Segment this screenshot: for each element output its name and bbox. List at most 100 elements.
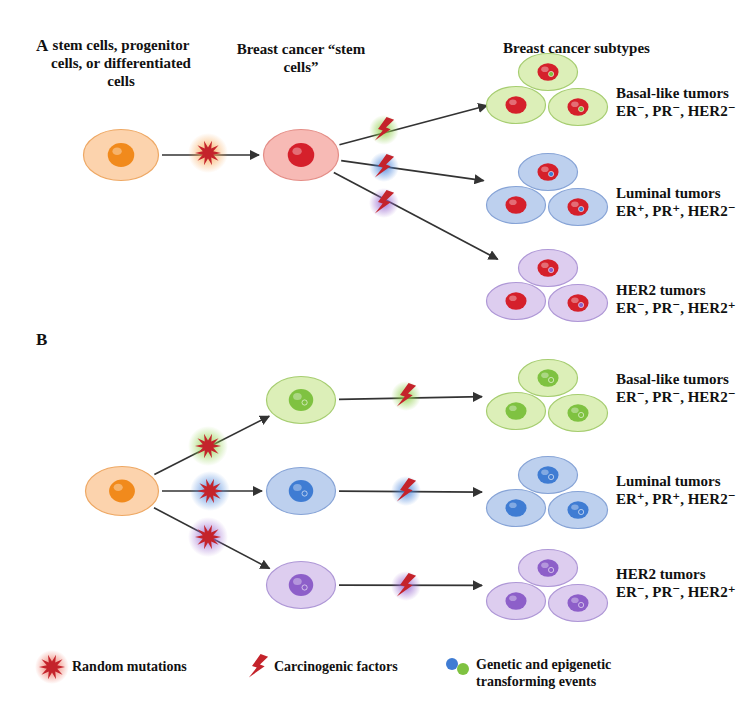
panel-label: B xyxy=(36,330,47,350)
tumor-cluster: Basal-like tumorsER⁻, PR⁻, HER2⁻ xyxy=(485,52,610,127)
subtype-name: Luminal tumors xyxy=(616,184,736,202)
legend-text: Random mutations xyxy=(72,658,232,675)
cell-node: stem cells, progenitor cells, or differe… xyxy=(82,128,160,182)
node-caption: HER2 tumorsER⁻, PR⁻, HER2⁺ xyxy=(616,281,736,317)
cell-graphic xyxy=(485,455,610,530)
arrow xyxy=(162,154,259,156)
cell-shape xyxy=(487,283,546,320)
receptor-status: ER⁻, PR⁻, HER2⁻ xyxy=(616,102,736,120)
cell-shape xyxy=(549,189,608,226)
cell-shape xyxy=(519,550,578,587)
legend-text: Carcinogenic factors xyxy=(274,658,444,675)
cell-shape xyxy=(549,89,608,126)
node-caption: Breast cancer “stem cells” xyxy=(236,40,366,76)
mutation-star xyxy=(188,133,228,173)
cell-shape xyxy=(549,395,608,432)
cell-graphic xyxy=(485,152,610,227)
receptor-status: ER⁺, PR⁺, HER2⁻ xyxy=(616,490,736,508)
tumor-cluster: Basal-like tumorsER⁻, PR⁻, HER2⁻ xyxy=(485,358,610,433)
tumor-cluster: HER2 tumorsER⁻, PR⁻, HER2⁺ xyxy=(485,248,610,323)
subtype-name: Basal-like tumors xyxy=(616,370,736,388)
cell-node xyxy=(84,465,160,517)
carcinogen-bolt xyxy=(365,184,403,222)
mutation-star xyxy=(188,517,228,557)
cell-graphic xyxy=(485,248,610,323)
cell-caption: Breast cancer “stem cells” xyxy=(236,40,366,76)
cell-shape xyxy=(267,377,336,424)
cell-shape xyxy=(519,360,578,397)
cell-graphic xyxy=(265,466,337,516)
cell-shape xyxy=(267,562,336,609)
arrow xyxy=(341,161,483,181)
cell-shape xyxy=(549,492,608,529)
tumor-cluster: HER2 tumorsER⁻, PR⁻, HER2⁺ xyxy=(485,548,610,623)
subtype-name: Luminal tumors xyxy=(616,472,736,490)
arrow xyxy=(162,490,262,492)
cell-caption: stem cells, progenitor cells, or differe… xyxy=(41,36,201,90)
cell-shape xyxy=(487,583,546,620)
cell-shape xyxy=(519,54,578,91)
cell-shape xyxy=(84,130,159,181)
subtype-name: HER2 tumors xyxy=(616,565,736,583)
node-caption: Basal-like tumorsER⁻, PR⁻, HER2⁻ xyxy=(616,370,736,406)
cell-shape xyxy=(487,187,546,224)
cell-node xyxy=(265,466,337,516)
node-caption: stem cells, progenitor cells, or differe… xyxy=(41,36,201,90)
receptor-status: ER⁻, PR⁻, HER2⁺ xyxy=(616,583,736,601)
receptor-status: ER⁺, PR⁺, HER2⁻ xyxy=(616,202,736,220)
carcinogen-bolt xyxy=(387,377,425,415)
cell-shape xyxy=(86,467,159,516)
column-heading: Breast cancer subtypes xyxy=(503,40,650,57)
cell-shape xyxy=(267,468,336,515)
cell-shape xyxy=(487,393,546,430)
mutation-star xyxy=(190,471,230,511)
cell-shape xyxy=(549,585,608,622)
subtype-name: Basal-like tumors xyxy=(616,84,736,102)
cell-shape xyxy=(264,130,339,181)
arrow xyxy=(339,584,482,586)
legend-star xyxy=(35,650,69,684)
subtype-name: HER2 tumors xyxy=(616,281,736,299)
cell-shape xyxy=(519,154,578,191)
carcinogen-bolt xyxy=(387,472,425,510)
arrow xyxy=(339,490,482,493)
arrow xyxy=(339,106,487,145)
cell-graphic xyxy=(485,52,610,127)
legend-bolt xyxy=(248,653,268,682)
panel-label: A xyxy=(36,36,48,56)
tumor-cluster: Luminal tumorsER⁺, PR⁺, HER2⁻ xyxy=(485,152,610,227)
cell-shape xyxy=(519,457,578,494)
receptor-status: ER⁻, PR⁻, HER2⁻ xyxy=(616,388,736,406)
carcinogen-bolt xyxy=(387,567,425,605)
cell-graphic xyxy=(485,548,610,623)
arrow xyxy=(154,508,270,569)
carcinogen-bolt xyxy=(365,111,403,149)
cell-node xyxy=(265,375,337,425)
mutation-star xyxy=(188,426,228,466)
arrow xyxy=(334,172,498,259)
legend-text: Genetic and epigenetic transforming even… xyxy=(476,656,656,690)
cell-graphic xyxy=(82,128,160,182)
cell-shape xyxy=(487,490,546,527)
cell-graphic xyxy=(84,465,160,517)
cell-shape xyxy=(487,87,546,124)
node-caption: Basal-like tumorsER⁻, PR⁻, HER2⁻ xyxy=(616,84,736,120)
tumor-cluster: Luminal tumorsER⁺, PR⁺, HER2⁻ xyxy=(485,455,610,530)
receptor-status: ER⁻, PR⁻, HER2⁺ xyxy=(616,299,736,317)
cell-node: Breast cancer “stem cells” xyxy=(262,128,340,182)
cell-shape xyxy=(549,285,608,322)
node-caption: Luminal tumorsER⁺, PR⁺, HER2⁻ xyxy=(616,184,736,220)
node-caption: Luminal tumorsER⁺, PR⁺, HER2⁻ xyxy=(616,472,736,508)
cell-graphic xyxy=(265,375,337,425)
cell-node xyxy=(265,560,337,610)
cell-graphic xyxy=(265,560,337,610)
legend-dots xyxy=(446,658,469,675)
carcinogen-bolt xyxy=(365,148,403,186)
node-caption: HER2 tumorsER⁻, PR⁻, HER2⁺ xyxy=(616,565,736,601)
arrow xyxy=(339,397,482,400)
arrow xyxy=(154,416,269,474)
cell-graphic xyxy=(262,128,340,182)
cell-shape xyxy=(519,250,578,287)
